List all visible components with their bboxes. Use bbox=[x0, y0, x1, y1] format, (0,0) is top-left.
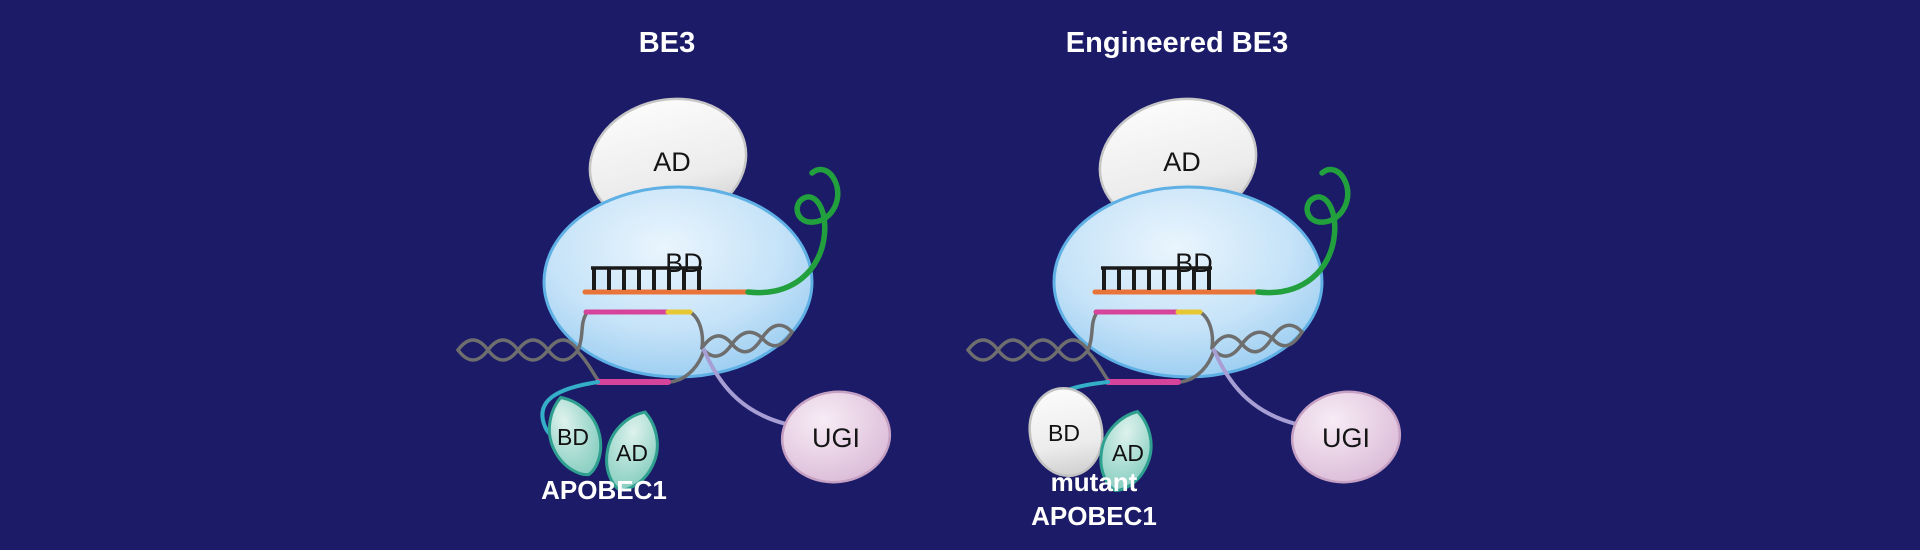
ugi-protein bbox=[780, 390, 892, 484]
mutant-apobec1-ad-label: AD bbox=[1112, 440, 1144, 466]
apobec1-ad-label: AD bbox=[616, 440, 648, 466]
mutant-apobec1-name-line1: mutant bbox=[1051, 467, 1138, 497]
ugi-label: UGI bbox=[1322, 423, 1370, 453]
cas9-bd-domain bbox=[542, 185, 814, 379]
dna-helix bbox=[966, 310, 1304, 384]
sgrna-scaffold bbox=[745, 166, 841, 296]
mutant-apobec1-bd-lobe bbox=[1028, 386, 1104, 478]
panel-engineered-be3: Engineered BE3 AD BD bbox=[966, 27, 1402, 531]
apobec1-bd-label: BD bbox=[557, 424, 589, 450]
apobec1-name: APOBEC1 bbox=[541, 475, 667, 505]
panel-be3: BE3 AD BD bbox=[456, 27, 892, 505]
base-pairing-ticks bbox=[591, 266, 702, 290]
panel-title: Engineered BE3 bbox=[1066, 27, 1288, 59]
panel-title: BE3 bbox=[639, 27, 695, 59]
ugi-label: UGI bbox=[812, 423, 860, 453]
ugi-linker-purple bbox=[1212, 348, 1298, 426]
base-pairing-ticks bbox=[1101, 266, 1212, 290]
mutant-apobec1-name-line2: APOBEC1 bbox=[1031, 501, 1157, 531]
mutant-apobec1-bd-label: BD bbox=[1048, 420, 1080, 446]
dna-helix bbox=[456, 310, 794, 384]
ugi-protein bbox=[1290, 390, 1402, 484]
cas9-bd-domain bbox=[1052, 185, 1324, 379]
cas9-ad-label: AD bbox=[653, 147, 691, 177]
ugi-linker-purple bbox=[702, 348, 788, 426]
sgrna-scaffold bbox=[1255, 166, 1351, 296]
cas9-ad-label: AD bbox=[1163, 147, 1201, 177]
